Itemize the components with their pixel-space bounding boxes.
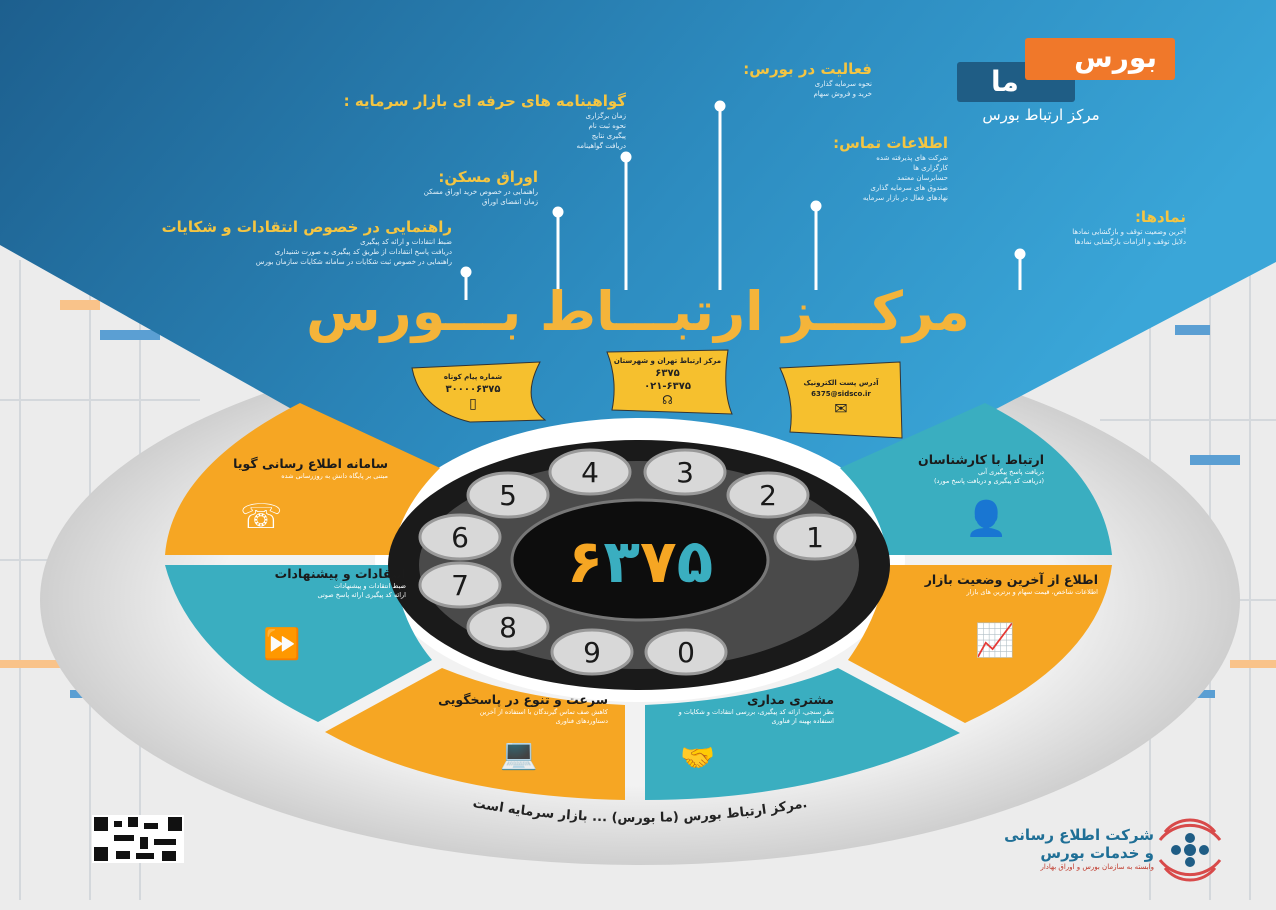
- dial-hole: [418, 561, 502, 609]
- operator-laptop-icon: 💻: [500, 737, 538, 772]
- segment-bg-3: [325, 668, 625, 800]
- dial-digit: 0: [677, 636, 695, 669]
- timeline-heading: گواهینامه های حرفه ای بازار سرمایه :: [343, 92, 626, 110]
- dial-digit: 2: [759, 479, 777, 512]
- logo-ma-box: ما: [957, 62, 1075, 102]
- dial-hole: [548, 448, 632, 496]
- voice-message-icon: ⏩: [263, 627, 301, 662]
- timeline-lines: [460, 100, 1026, 300]
- footer-company: شرکت اطلاع رسانی و خدمات بورس وابسته به …: [1004, 826, 1154, 871]
- handshake-icon: 🤝: [680, 741, 715, 774]
- dial-digit: 7: [451, 569, 469, 602]
- main-title: مرکـــز ارتبـــاط بـــورس: [306, 280, 970, 343]
- dial-hole: [644, 628, 728, 676]
- phone-chat-icon: ☏: [240, 497, 283, 537]
- logo-borse: بورس: [1074, 41, 1157, 74]
- logo-caption: مرکز ارتباط بورس: [982, 106, 1100, 124]
- dial-hole: [466, 603, 550, 651]
- segment-bg-1: [165, 403, 440, 555]
- dial-digit: 4: [581, 456, 599, 489]
- support-agent-icon: 👤: [965, 499, 1008, 539]
- chart-up-icon: 📈: [975, 621, 1015, 659]
- dial-hole: [773, 513, 857, 561]
- center-number: ۶۳۷۵: [567, 527, 714, 597]
- dial-center: [510, 498, 770, 622]
- mobile-icon: ▯: [469, 396, 477, 412]
- segment-bg-5: [840, 403, 1112, 555]
- dial-digit: 3: [676, 456, 694, 489]
- headset-icon: ☊: [662, 393, 673, 407]
- dial-hole: [550, 628, 634, 676]
- timeline-housing-bonds: اوراق مسکن: راهنمایی در خصوص خرید اوراق …: [423, 168, 538, 206]
- timeline-heading: اوراق مسکن:: [438, 168, 538, 186]
- dial-digit: 8: [499, 611, 517, 644]
- timeline-heading: نمادها:: [1134, 208, 1186, 226]
- segments: [165, 403, 1112, 800]
- segment-bg-4: [645, 668, 960, 800]
- timeline-heading: فعالیت در بورس:: [743, 60, 872, 78]
- dial-hole: [643, 448, 727, 496]
- dial-digit: 6: [451, 521, 469, 554]
- logo-ma: ما: [991, 65, 1019, 98]
- dial-hole: [466, 471, 550, 519]
- dial-digit: 9: [583, 636, 601, 669]
- envelope-icon: ✉: [834, 399, 848, 418]
- dial-hole: [418, 513, 502, 561]
- logo-borse-box: بورس: [1025, 38, 1175, 80]
- dial-hole: [726, 471, 810, 519]
- dial-digit: 1: [806, 521, 824, 554]
- segment-bg-6: [848, 565, 1112, 723]
- blue-header-area: [0, 0, 1276, 470]
- qr-code: [92, 815, 184, 863]
- segment-bg-2: [165, 565, 432, 722]
- notes-bg: [411, 349, 903, 439]
- timeline-heading: اطلاعات تماس:: [833, 134, 948, 152]
- timeline-heading: راهنمایی در خصوص انتقادات و شکایات: [161, 218, 452, 236]
- dial-digit: 5: [499, 479, 517, 512]
- timeline-certificates: گواهینامه های حرفه ای بازار سرمایه : زما…: [343, 92, 626, 150]
- footer-logo-mark: [1158, 818, 1222, 882]
- timeline-complaints: راهنمایی در خصوص انتقادات و شکایات ضبط ا…: [161, 218, 452, 266]
- timeline-symbols: نمادها: آخرین وضعیت توقف و بازگشایی نماد…: [1072, 208, 1186, 246]
